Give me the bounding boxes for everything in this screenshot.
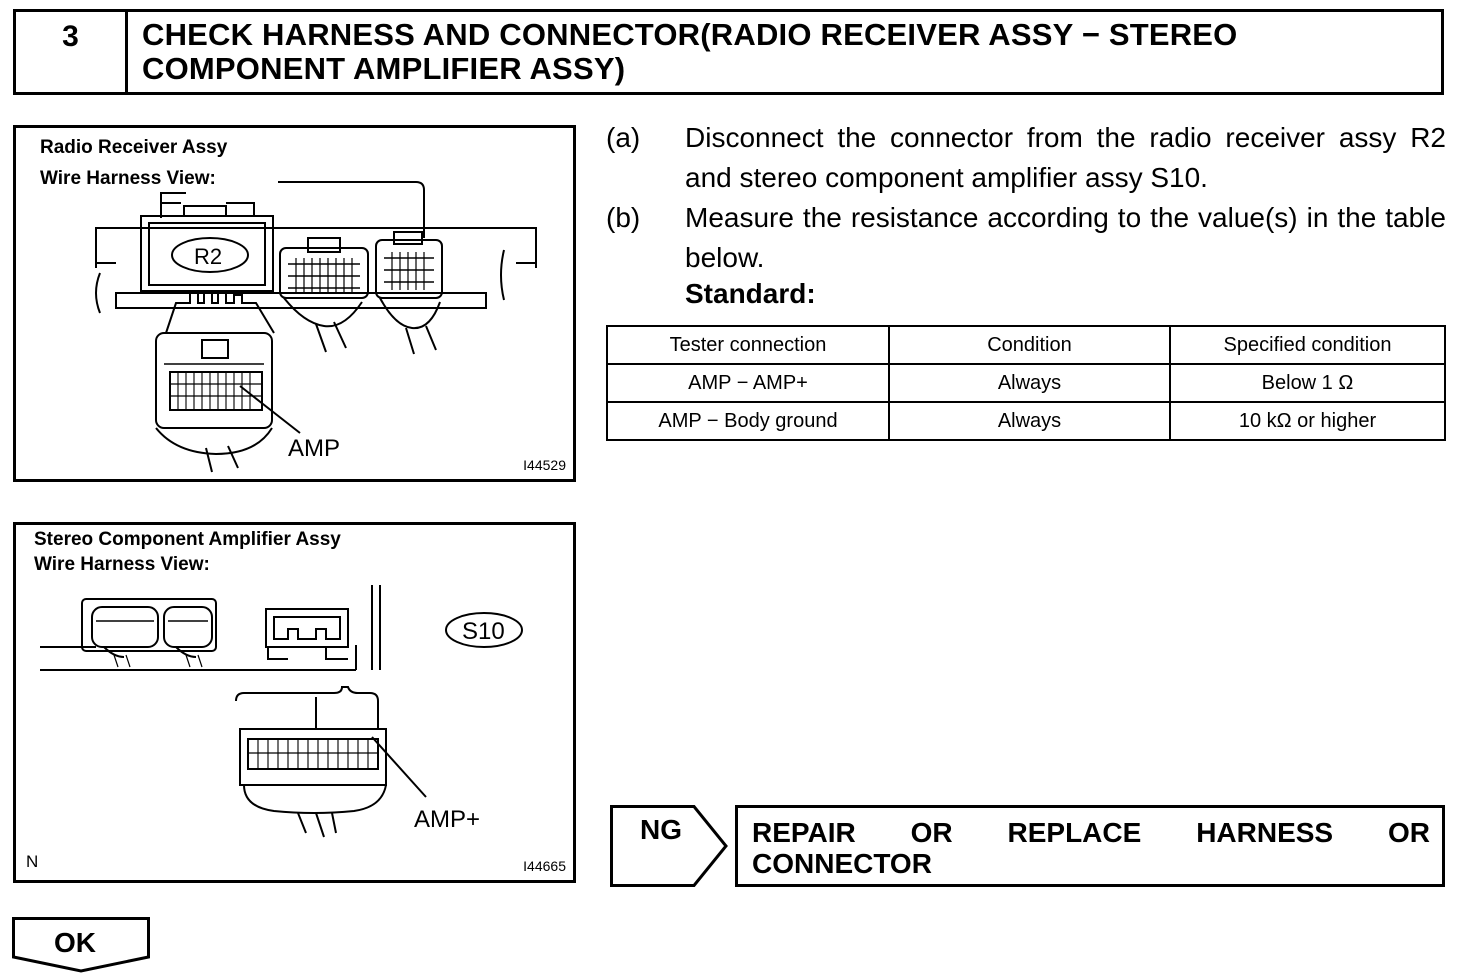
radio-receiver-illustration: R2 AMP bbox=[95, 181, 537, 473]
ng-arrow-shape: NG bbox=[610, 805, 728, 887]
step-label: (a) bbox=[606, 122, 641, 153]
orientation-mark: N bbox=[26, 852, 39, 871]
table-cell: AMP − Body ground bbox=[606, 401, 890, 441]
table-cell: 10 kΩ or higher bbox=[1169, 401, 1446, 441]
step-text: Measure the resistance according to the … bbox=[685, 202, 1446, 273]
column-header: Condition bbox=[888, 325, 1171, 365]
column-header: Specified condition bbox=[1169, 325, 1446, 365]
ng-action-line1: REPAIR OR REPLACE HARNESS OR bbox=[752, 817, 1430, 848]
figure1-id: I44529 bbox=[523, 457, 566, 473]
table-cell: AMP − AMP+ bbox=[606, 363, 890, 403]
figure-stereo-amplifier: S10 AMP+ Stereo Component Amplifier Assy… bbox=[13, 522, 576, 883]
amp-pin-label: AMP bbox=[288, 435, 340, 462]
figure1-caption: Radio Receiver Assy Wire Harness View: bbox=[40, 137, 228, 189]
step-text: Disconnect the connector from the radio … bbox=[685, 122, 1446, 193]
ng-action-line2: CONNECTOR bbox=[752, 848, 932, 879]
step-label: (b) bbox=[606, 202, 641, 233]
step-b: (b) Measure the resistance according to … bbox=[606, 198, 1446, 278]
ng-action-box: REPAIR OR REPLACE HARNESS OR CONNECTOR bbox=[735, 805, 1445, 887]
figure-radio-receiver: R2 AMP Radio Receiver Assy Wire Harness … bbox=[13, 125, 576, 482]
ok-label: OK bbox=[54, 927, 96, 958]
amp-plus-pin-label: AMP+ bbox=[414, 806, 480, 833]
step-title: CHECK HARNESS AND CONNECTOR(RADIO RECEIV… bbox=[142, 17, 1238, 86]
figure2-caption: Stereo Component Amplifier Assy Wire Har… bbox=[34, 529, 341, 575]
step-a: (a) Disconnect the connector from the ra… bbox=[606, 118, 1446, 198]
ng-result-tag: NG bbox=[610, 805, 728, 887]
specification-table: Tester connection Condition Specified co… bbox=[606, 325, 1446, 441]
table-cell: Always bbox=[888, 363, 1171, 403]
ng-label: NG bbox=[640, 814, 682, 845]
step-header: 3 CHECK HARNESS AND CONNECTOR(RADIO RECE… bbox=[13, 9, 1444, 95]
column-header: Tester connection bbox=[606, 325, 890, 365]
r2-connector-label: R2 bbox=[194, 244, 222, 269]
ok-result-tag: OK bbox=[12, 917, 150, 973]
table-row: AMP − Body ground Always 10 kΩ or higher bbox=[606, 401, 1446, 441]
stereo-amplifier-illustration: S10 AMP+ bbox=[40, 585, 523, 838]
ok-arrow-shape: OK bbox=[12, 917, 150, 973]
procedure-steps: (a) Disconnect the connector from the ra… bbox=[606, 118, 1446, 278]
step-number: 3 bbox=[16, 12, 128, 92]
standard-label: Standard: bbox=[685, 278, 816, 309]
s10-connector-label: S10 bbox=[462, 618, 505, 645]
table-cell: Always bbox=[888, 401, 1171, 441]
figure2-id: I44665 bbox=[523, 858, 566, 874]
table-row: AMP − AMP+ Always Below 1 Ω bbox=[606, 363, 1446, 403]
table-cell: Below 1 Ω bbox=[1169, 363, 1446, 403]
table-header-row: Tester connection Condition Specified co… bbox=[606, 325, 1446, 365]
